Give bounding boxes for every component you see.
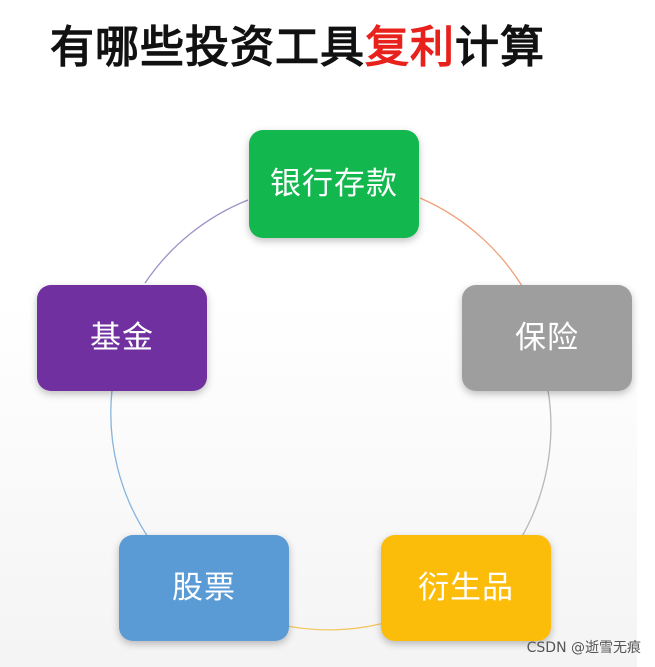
- node-funds: 基金: [37, 285, 207, 391]
- ring-arc-funds-to-bank: [144, 199, 249, 284]
- node-bank-deposit: 银行存款: [249, 130, 419, 238]
- node-insurance-label: 保险: [515, 319, 579, 356]
- node-derivatives-label: 衍生品: [418, 569, 514, 606]
- title-segment-1: 有哪些投资工具: [50, 22, 365, 73]
- right-margin-strip: [637, 0, 655, 667]
- watermark: CSDN @逝雪无痕: [526, 640, 641, 656]
- node-insurance: 保险: [462, 285, 632, 391]
- page-title: 有哪些投资工具复利计算: [50, 18, 545, 78]
- node-bank-deposit-label: 银行存款: [270, 165, 398, 202]
- ring-arc-bank-to-insurance: [419, 197, 531, 301]
- title-segment-highlight: 复利: [365, 22, 455, 73]
- node-funds-label: 基金: [90, 319, 154, 356]
- node-stocks: 股票: [119, 535, 289, 641]
- title-segment-3: 计算: [455, 22, 545, 73]
- ring-arc-stocks-to-funds: [110, 389, 151, 541]
- ring-arc-insurance-to-derivatives: [519, 389, 552, 541]
- node-stocks-label: 股票: [172, 569, 236, 606]
- node-derivatives: 衍生品: [381, 535, 551, 641]
